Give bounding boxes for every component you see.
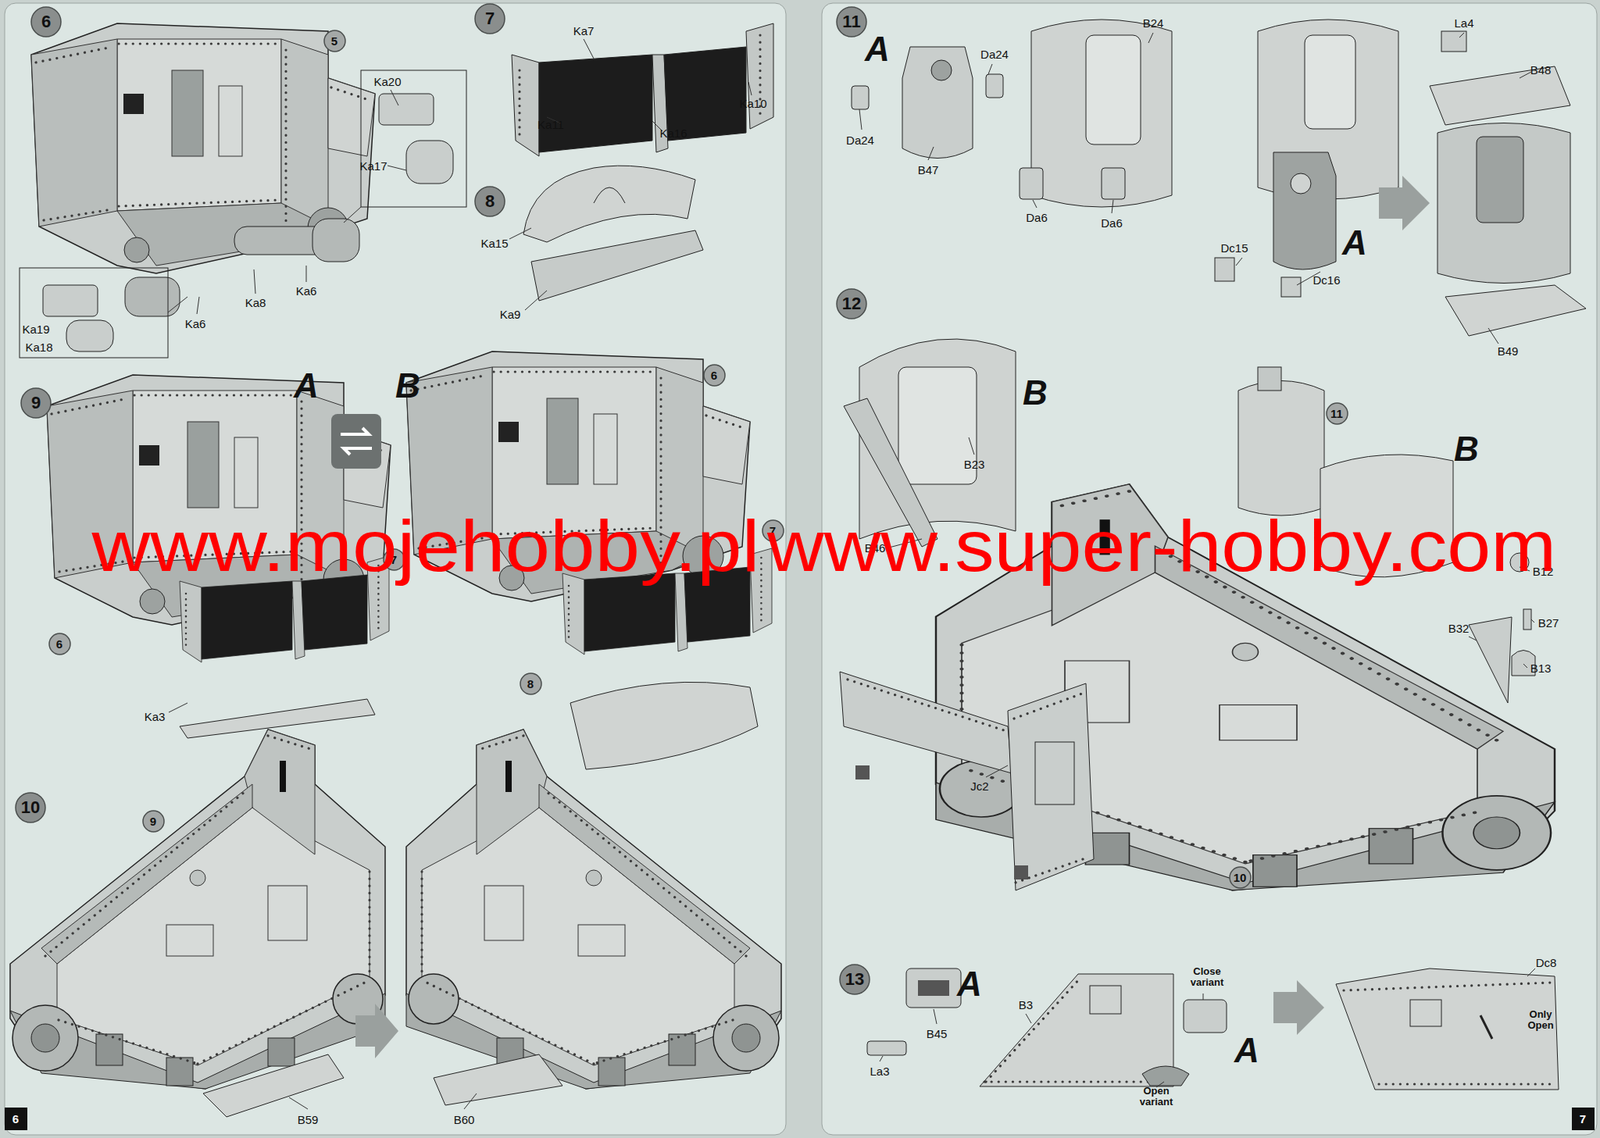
number-text: 9: [31, 392, 41, 414]
part-label: Dc15: [1220, 241, 1248, 255]
step-number: 12: [835, 288, 868, 320]
part-label: La4: [1453, 16, 1474, 30]
page-number: 7: [1571, 1107, 1595, 1131]
part-label: Ka11: [537, 117, 565, 132]
part-label: La3: [869, 1064, 890, 1079]
part-label: Ka18: [25, 340, 53, 354]
part-label: B60: [453, 1113, 475, 1127]
part-label: Ka16: [659, 126, 687, 140]
part-label: Dc8: [1535, 956, 1558, 970]
watermark: www.super-hobby.com: [767, 505, 1557, 588]
number-text: 7: [485, 8, 495, 29]
part-label: Ka19: [21, 322, 50, 336]
part-label: Ka17: [359, 159, 387, 173]
part-label: Ka6: [185, 317, 207, 331]
step-number: 7: [474, 3, 506, 35]
part-label: Da24: [980, 47, 1009, 61]
part-label: B45: [926, 1027, 948, 1041]
note-text: Close variant: [1182, 966, 1233, 990]
number-text: 7: [1579, 1112, 1586, 1126]
number-text: 6: [12, 1112, 19, 1126]
callout-number: 10: [1228, 866, 1252, 890]
number-text: 11: [842, 11, 861, 33]
number-text: 6: [710, 368, 718, 383]
part-label: B3: [1018, 998, 1033, 1012]
part-label: B24: [1142, 16, 1165, 30]
number-text: 6: [41, 11, 51, 33]
number-text: 8: [485, 191, 495, 212]
part-label: Ka7: [573, 24, 595, 38]
callout-number: 11: [1325, 402, 1349, 425]
part-label: Ka15: [480, 236, 508, 250]
step-number: 6: [30, 6, 62, 38]
part-label: Ka10: [739, 96, 767, 111]
part-label: B27: [1538, 616, 1560, 630]
part-label: Da24: [846, 133, 875, 147]
part-label: Jc2: [970, 779, 989, 793]
callout-number: 6: [703, 364, 726, 387]
part-label: B23: [964, 457, 986, 472]
number-text: 9: [150, 814, 157, 829]
part-label: Da6: [1100, 216, 1123, 230]
part-label: B13: [1530, 661, 1552, 675]
note-text: Open variant: [1131, 1085, 1182, 1109]
part-label: Ka20: [373, 75, 401, 89]
number-text: 8: [527, 677, 534, 691]
part-label: Ka8: [245, 296, 267, 310]
part-label: Ka6: [296, 284, 318, 298]
variant-letter: B: [1022, 373, 1048, 413]
variant-letter: B: [395, 366, 421, 406]
part-label: Ka3: [144, 710, 166, 724]
variant-letter: A: [957, 964, 983, 1004]
step-number: 8: [474, 185, 506, 218]
page-number: 6: [4, 1107, 28, 1131]
step-number: 10: [14, 792, 47, 824]
part-label: Dc16: [1312, 273, 1340, 287]
part-label: Ka9: [500, 307, 522, 322]
number-text: 13: [845, 969, 865, 990]
part-label: Da6: [1025, 210, 1048, 225]
step-number: 13: [839, 964, 871, 996]
callout-number: 6: [48, 632, 72, 656]
callout-number: 8: [519, 672, 543, 696]
number-text: 6: [56, 637, 63, 651]
number-text: 11: [1330, 407, 1343, 421]
part-label: B49: [1497, 344, 1519, 358]
number-text: 5: [331, 34, 338, 48]
callout-number: 9: [142, 810, 165, 833]
part-label: B48: [1530, 63, 1552, 77]
part-label: B59: [297, 1113, 319, 1127]
part-label: B47: [917, 163, 940, 177]
number-text: 10: [21, 797, 40, 818]
note-text: Only Open: [1515, 1009, 1566, 1033]
variant-letter: A: [1234, 1031, 1260, 1071]
number-text: 10: [1233, 871, 1247, 885]
variant-letter: A: [864, 29, 890, 69]
part-label: B32: [1448, 621, 1470, 636]
step-number: 11: [835, 6, 868, 38]
step-number: 9: [20, 387, 52, 419]
number-text: 12: [842, 293, 861, 315]
callout-number: 5: [323, 29, 347, 53]
variant-letter: A: [293, 366, 319, 406]
variant-letter: B: [1453, 429, 1479, 469]
watermark: www.mojehobby.pl: [92, 505, 761, 588]
variant-letter: A: [1342, 223, 1368, 263]
